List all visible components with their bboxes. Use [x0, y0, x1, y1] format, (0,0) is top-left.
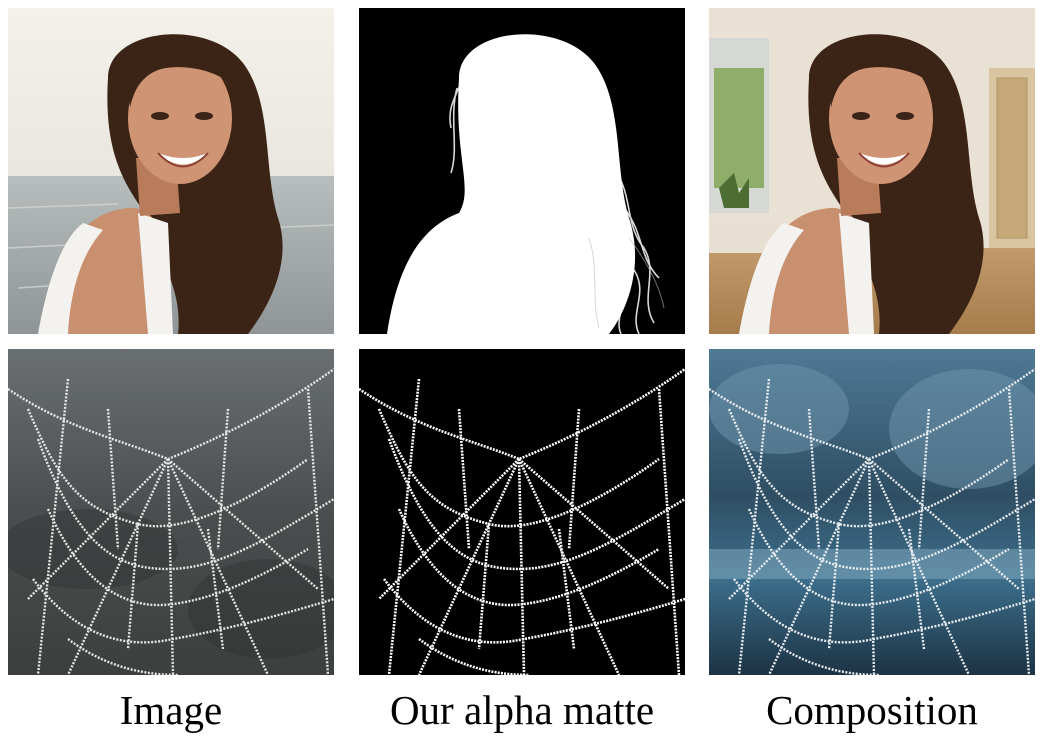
spiderweb-alpha-matte — [359, 349, 685, 675]
portrait-composition — [709, 8, 1035, 334]
spiderweb-composition — [709, 349, 1035, 675]
spiderweb-image — [8, 349, 334, 675]
caption-composition: Composition — [766, 687, 978, 733]
portrait-image — [8, 8, 334, 334]
caption-alpha-matte: Our alpha matte — [389, 687, 655, 733]
portrait-alpha-matte — [359, 8, 685, 334]
caption-image: Image — [119, 687, 223, 733]
